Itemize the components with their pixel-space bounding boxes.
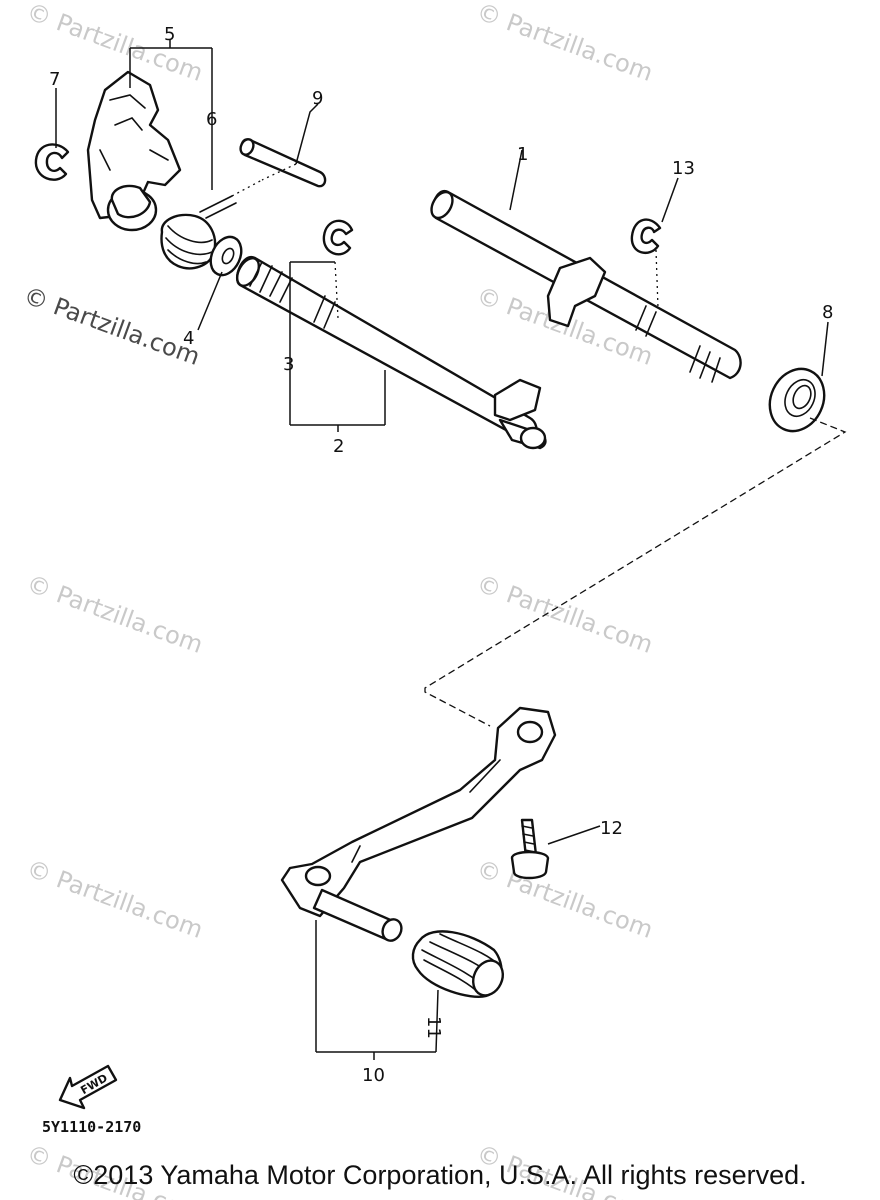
callout-3: 3 (283, 354, 294, 375)
callout-10: 10 (362, 1065, 385, 1086)
part-1-shaft (430, 189, 742, 383)
callout-5: 5 (164, 24, 175, 45)
callouts: 5 7 6 9 1 13 8 4 3 2 12 11 10 (49, 24, 833, 1086)
part-13-circlip (630, 218, 662, 255)
callout-13: 13 (672, 158, 695, 179)
part-8-oil-seal (768, 367, 826, 433)
watermark: © Partzilla.com (23, 569, 207, 659)
callout-12: 12 (600, 818, 623, 839)
callout-11: 11 (423, 1016, 444, 1039)
part-2-shift-shaft (235, 256, 547, 450)
part-5-shift-arm (86, 70, 182, 232)
callout-1: 1 (517, 144, 528, 165)
callout-2: 2 (333, 436, 344, 457)
part-4-washer (209, 235, 243, 277)
forward-arrow-icon: FWD (58, 1064, 118, 1110)
watermark: © Partzilla.com (473, 0, 657, 87)
part-6-spring (160, 195, 237, 270)
part-10-shift-pedal (280, 706, 557, 942)
watermark: © Partzilla.com (473, 569, 657, 659)
watermark: © Partzilla.com (23, 854, 207, 944)
part-9-pin (239, 138, 327, 188)
callout-6: 6 (206, 109, 217, 130)
part-7-circlip (34, 143, 70, 181)
callout-4: 4 (183, 328, 194, 349)
part-11-rubber (411, 930, 504, 998)
part-12-bolt (510, 818, 550, 880)
callout-9: 9 (312, 88, 323, 109)
diagram-code: 5Y1110-2170 (42, 1118, 141, 1136)
copyright-notice: ©2013 Yamaha Motor Corporation, U.S.A. A… (73, 1160, 807, 1190)
watermark: © Partzilla.com (20, 281, 204, 371)
watermark: © Partzilla.com (473, 854, 657, 944)
leader-lines (55, 40, 847, 1060)
callout-7: 7 (49, 69, 60, 90)
callout-8: 8 (822, 302, 833, 323)
part-3-circlip (322, 219, 354, 256)
